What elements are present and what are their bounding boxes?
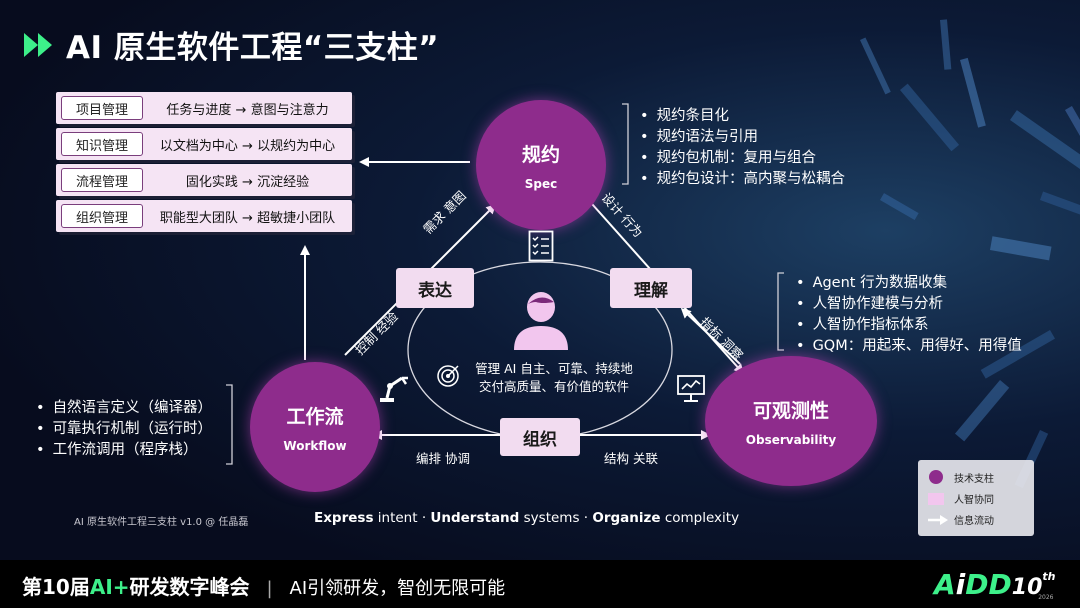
footer-event: 第10届AI+研发数字峰会 | AI引领研发，智创无限可能 (22, 571, 505, 600)
legend-circle-swatch (929, 470, 943, 484)
management-text: 以文档为中心 → 以规约为中心 (159, 138, 336, 154)
target-icon (437, 365, 459, 387)
legend-pillar: 技术支柱 (928, 469, 994, 485)
arrow-observability-to-understand (680, 307, 741, 365)
list-item: 规约语法与引用 (640, 127, 845, 148)
tagline-rest-1: intent · (373, 510, 431, 526)
list-item: 规约包设计：高内聚与松耦合 (640, 169, 846, 190)
management-tag: 流程管理 (61, 168, 143, 192)
logo-sup: th (1042, 570, 1056, 583)
list-item: 规约条目化 (640, 106, 845, 127)
tagline-word-1: Express (314, 510, 374, 526)
aidd-logo: AiDD10th 2026 (934, 568, 1055, 601)
pillar-observability: 可观测性 Observability (705, 356, 877, 486)
pillar-spec-zh: 规约 (521, 143, 560, 166)
center-mission: 管理 AI 自主、可靠、持续地 交付高质量、有价值的软件 (464, 360, 644, 396)
management-tag: 知识管理 (61, 132, 143, 156)
management-text: 职能型大团队 → 超敏捷小团队 (159, 210, 336, 226)
observability-bracket (777, 272, 784, 351)
pillar-workflow-zh: 工作流 (286, 405, 344, 428)
management-list: 项目管理 任务与进度 → 意图与注意力 知识管理 以文档为中心 → 以规约为中心… (56, 92, 352, 236)
pillar-workflow: 工作流 Workflow (250, 362, 380, 492)
center-line-1: 管理 AI 自主、可靠、持续地 (475, 361, 633, 376)
list-item: 工作流调用（程序栈） (36, 440, 212, 461)
footer-prefix: 第10届 (22, 575, 90, 599)
management-text: 固化实践 → 沉淀经验 (185, 174, 310, 190)
legend-flow: 信息流动 (928, 512, 994, 527)
checklist-icon (528, 230, 554, 262)
spec-bullets: 规约条目化 规约语法与引用 规约包机制：复用与组合 规约包设计：高内聚与松耦合 (640, 106, 846, 190)
tagline-rest-3: complexity (660, 510, 740, 526)
center-line-2: 交付高质量、有价值的软件 (478, 379, 629, 394)
legend-collab: 人智协同 (928, 491, 994, 506)
observability-bullets: Agent 行为数据收集 人智协作建模与分析 人智协作指标体系 GQM：用起来、… (796, 273, 1022, 357)
management-row: 组织管理 职能型大团队 → 超敏捷小团队 (56, 200, 352, 232)
list-item: 人智协作指标体系 (796, 315, 1022, 336)
monitor-chart-icon (677, 375, 705, 402)
list-item: Agent 行为数据收集 (796, 273, 1022, 294)
list-item: 规约包机制：复用与组合 (640, 148, 845, 169)
tagline-rest-2: systems · (519, 510, 593, 526)
logo-a: A (934, 568, 956, 601)
spec-bracket (622, 103, 629, 185)
management-row: 项目管理 任务与进度 → 意图与注意力 (56, 92, 352, 124)
list-item: GQM：用起来、用得好、用得值 (796, 336, 1022, 357)
legend-pillar-label: 技术支柱 (954, 473, 994, 485)
page-title: AI 原生软件工程“三支柱” (66, 30, 440, 66)
management-tag: 项目管理 (61, 96, 143, 120)
label-structure-relation: 结构 关联 (604, 451, 658, 466)
list-item: 自然语言定义（编译器） (36, 398, 213, 419)
management-row: 知识管理 以文档为中心 → 以规约为中心 (56, 128, 352, 160)
footer-divider: | (266, 578, 273, 599)
workflow-bracket (226, 384, 233, 465)
person-icon (514, 292, 568, 350)
title-group: AI 原生软件工程“三支柱” (22, 22, 439, 67)
footer-rest: 研发数字峰会 (129, 575, 250, 599)
legend-flow-label: 信息流动 (954, 516, 994, 527)
label-orchestrate-coordinate: 编排 协调 (416, 451, 470, 466)
footer-bar (0, 560, 1080, 608)
pillar-spec-en: Spec (524, 176, 558, 191)
footer-slogan: AI引领研发，智创无限可能 (289, 578, 506, 599)
action-express: 表达 (396, 268, 474, 308)
pillar-spec: 规约 Spec (476, 100, 606, 230)
tagline: Express intent · Understand systems · Or… (314, 510, 739, 526)
legend-rect-swatch (928, 492, 944, 505)
footer-ai: AI+ (89, 575, 130, 599)
list-item: 人智协作建模与分析 (796, 294, 1022, 315)
legend: 技术支柱 人智协同 信息流动 (918, 460, 1034, 536)
logo-year: 2026 (1038, 594, 1054, 601)
tagline-word-2: Understand (430, 510, 520, 526)
pillar-observability-zh: 可观测性 (752, 399, 829, 422)
action-understand: 理解 (610, 268, 692, 308)
double-play-icon (24, 32, 52, 57)
logo-dd: DD (965, 568, 1012, 601)
pillar-workflow-en: Workflow (283, 438, 347, 453)
management-text: 任务与进度 → 意图与注意力 (166, 102, 329, 118)
legend-collab-label: 人智协同 (954, 495, 994, 506)
logo-num: 10 (1011, 575, 1043, 600)
list-item: 可靠执行机制（运行时） (36, 419, 213, 440)
pillar-observability-en: Observability (745, 432, 837, 447)
logo-i: i (955, 568, 966, 601)
credit: AI 原生软件工程三支柱 v1.0 @ 任晶磊 (74, 517, 249, 528)
management-tag: 组织管理 (61, 204, 143, 228)
action-organize: 组织 (500, 418, 580, 456)
workflow-bullets: 自然语言定义（编译器） 可靠执行机制（运行时） 工作流调用（程序栈） (36, 398, 213, 461)
tagline-word-3: Organize (592, 510, 661, 526)
robot-arm-icon (380, 376, 408, 402)
management-row: 流程管理 固化实践 → 沉淀经验 (56, 164, 352, 196)
legend-arrow-icon (928, 514, 948, 525)
